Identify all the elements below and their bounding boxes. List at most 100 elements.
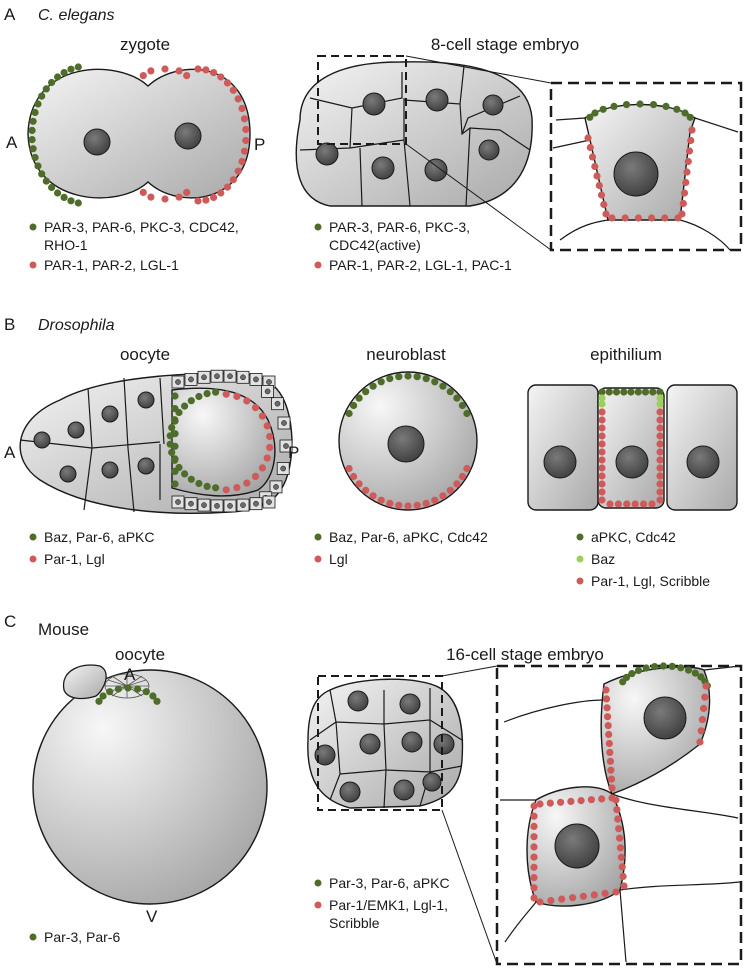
protein-dot-red (614, 500, 623, 508)
zoom-panel-c (495, 664, 743, 966)
protein-dot-red (547, 897, 555, 905)
oocyte-b-anterior-label: A (4, 443, 16, 462)
protein-dot-red (598, 456, 606, 464)
protein-dot-red (605, 739, 613, 748)
protein-dot-red (536, 800, 544, 808)
follicle-cells (171, 369, 293, 513)
mouse-oocyte (32, 664, 268, 905)
protein-dot-red (696, 738, 704, 746)
protein-dot-green (195, 392, 203, 401)
protein-dot-red (600, 200, 608, 209)
protein-dot-red (606, 748, 614, 757)
protein-dot-green (345, 409, 353, 418)
protein-dot-green (673, 105, 681, 113)
nurse-cell-nucleus (101, 405, 119, 423)
protein-dot-red (217, 189, 225, 197)
protein-dot-green (149, 692, 157, 700)
oocyte-b-protein-dots (166, 388, 274, 494)
protein-dot-green (171, 430, 179, 438)
protein-dot-lightgreen (656, 394, 664, 402)
legend-c-left: Par-3, Par-6 (29, 929, 120, 945)
embryo16-nucleus (359, 733, 381, 755)
drosophila-egg-chamber (19, 372, 293, 514)
protein-dot-red (602, 686, 610, 694)
protein-dot-green (42, 177, 50, 185)
protein-dot-red (234, 167, 242, 175)
protein-dot-red (223, 183, 232, 191)
protein-dot-red (616, 834, 624, 842)
protein-dot-green (691, 669, 699, 677)
zygote-nucleus-1 (83, 128, 111, 156)
protein-dot-red (194, 65, 202, 73)
oocyte-b-posterior-label: P (288, 443, 299, 462)
protein-dot-red (453, 480, 461, 488)
protein-dot-red (591, 162, 599, 171)
legend-dot-green (314, 533, 322, 541)
protein-dot-green (622, 673, 631, 682)
protein-dot-red (590, 891, 598, 899)
protein-dot-red (210, 69, 218, 77)
protein-dot-red (395, 501, 403, 509)
protein-dot-green (171, 480, 179, 488)
protein-dot-green (29, 145, 37, 153)
follicle-nucleus (273, 484, 279, 490)
oocyte-title-b: oocyte (120, 345, 170, 364)
protein-dot-green (31, 108, 39, 117)
protein-dot-green (38, 170, 46, 178)
protein-dot-red (680, 189, 689, 197)
protein-dot-red (530, 894, 538, 902)
protein-dot-red (258, 464, 266, 472)
protein-dot-red (656, 416, 664, 424)
protein-dot-green (610, 102, 618, 110)
embryo-16cell-title: 16-cell stage embryo (446, 645, 604, 664)
protein-dot-red (439, 492, 447, 500)
protein-dot-green (386, 375, 394, 383)
organism-c-elegans: C. elegans (38, 7, 115, 24)
protein-dot-red (604, 722, 612, 730)
protein-dot-red (602, 210, 610, 218)
protein-dot-green (453, 394, 461, 402)
protein-dot-red (183, 188, 191, 196)
follicle-nucleus (175, 379, 181, 385)
protein-dot-red (530, 874, 538, 882)
protein-dot-green (641, 388, 650, 396)
protein-dot-red (598, 416, 606, 424)
protein-dot-red (613, 806, 621, 814)
zygote-anterior-label: A (6, 133, 18, 152)
protein-dot-red (530, 812, 538, 820)
protein-dot-green (142, 688, 150, 696)
legend-dot-red (314, 555, 322, 563)
mouse-oocyte-protein-dots (95, 684, 161, 705)
protein-dot-lightgreen (656, 400, 664, 408)
protein-dot-green (95, 697, 103, 705)
zoom-outer-nucleus (643, 696, 687, 740)
protein-dot-red (697, 727, 705, 735)
follicle-nucleus (253, 376, 259, 383)
protein-dot-green (591, 109, 599, 117)
protein-dot-red (404, 502, 412, 510)
legend-a-left: PAR-3, PAR-6, PKC-3, CDC42, RHO-1 PAR-1,… (29, 219, 239, 273)
protein-dot-red (355, 480, 363, 488)
oocyte-cell (171, 387, 276, 497)
organism-drosophila: Drosophila (38, 317, 115, 334)
protein-dot-red (598, 795, 606, 803)
epithelium-protein-dots (598, 388, 664, 508)
protein-dot-green (369, 382, 377, 390)
protein-dot-red (422, 499, 430, 507)
protein-dot-red (603, 704, 611, 712)
protein-dot-red (631, 500, 639, 508)
protein-dot-red (242, 136, 250, 145)
protein-dot-red (687, 136, 695, 145)
protein-dot-red (147, 67, 155, 75)
protein-dot-red (656, 408, 664, 416)
protein-dot-green (60, 193, 68, 201)
legend-text: Par-1/EMK1, Lgl-1, (329, 897, 448, 913)
protein-dot-red (605, 730, 613, 739)
legend-text: PAR-3, PAR-6, PKC-3, CDC42, (44, 219, 239, 235)
protein-dot-red (369, 492, 377, 500)
protein-dot-green (28, 126, 36, 134)
follicle-nucleus (283, 443, 289, 449)
legend-text: Scribble (329, 915, 380, 931)
protein-dot-red (702, 682, 710, 690)
legend-dot-green (576, 533, 584, 541)
